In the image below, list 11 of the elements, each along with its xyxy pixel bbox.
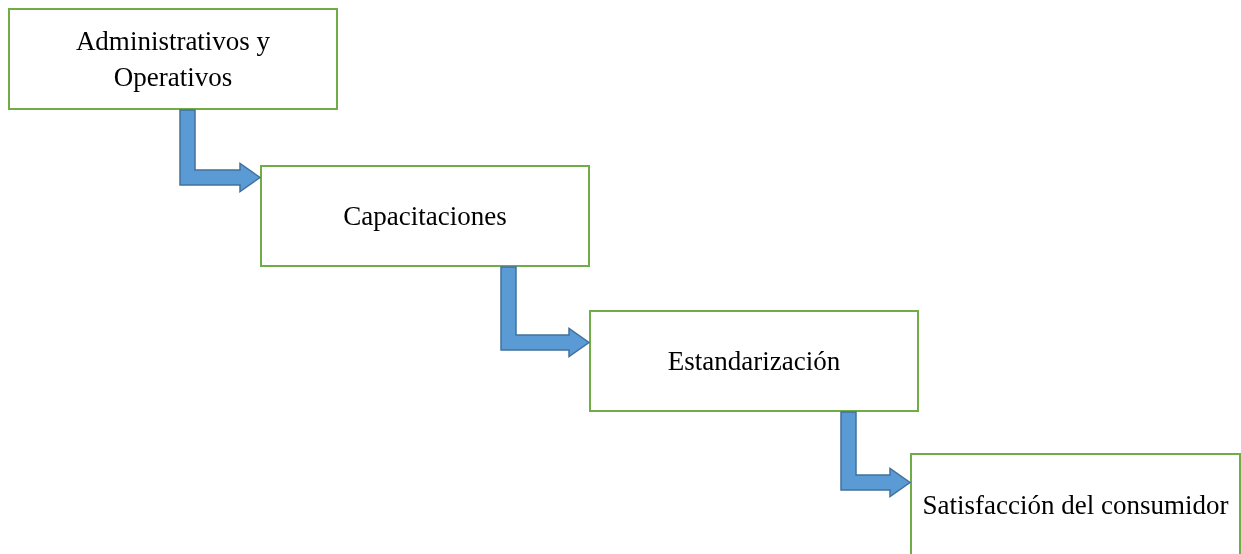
bent-arrow (840, 411, 912, 498)
process-box (589, 310, 919, 412)
bent-arrow (179, 109, 262, 193)
box-label: Satisfacción del consumidor (922, 488, 1229, 522)
process-box (910, 453, 1241, 554)
box-label: Capacitaciones (343, 199, 507, 233)
process-box (8, 8, 338, 110)
box-label: Estandarización (667, 344, 841, 378)
bent-arrow (500, 266, 591, 358)
process-box (260, 165, 590, 267)
box-label: Administrativos y Operativos (74, 24, 272, 94)
